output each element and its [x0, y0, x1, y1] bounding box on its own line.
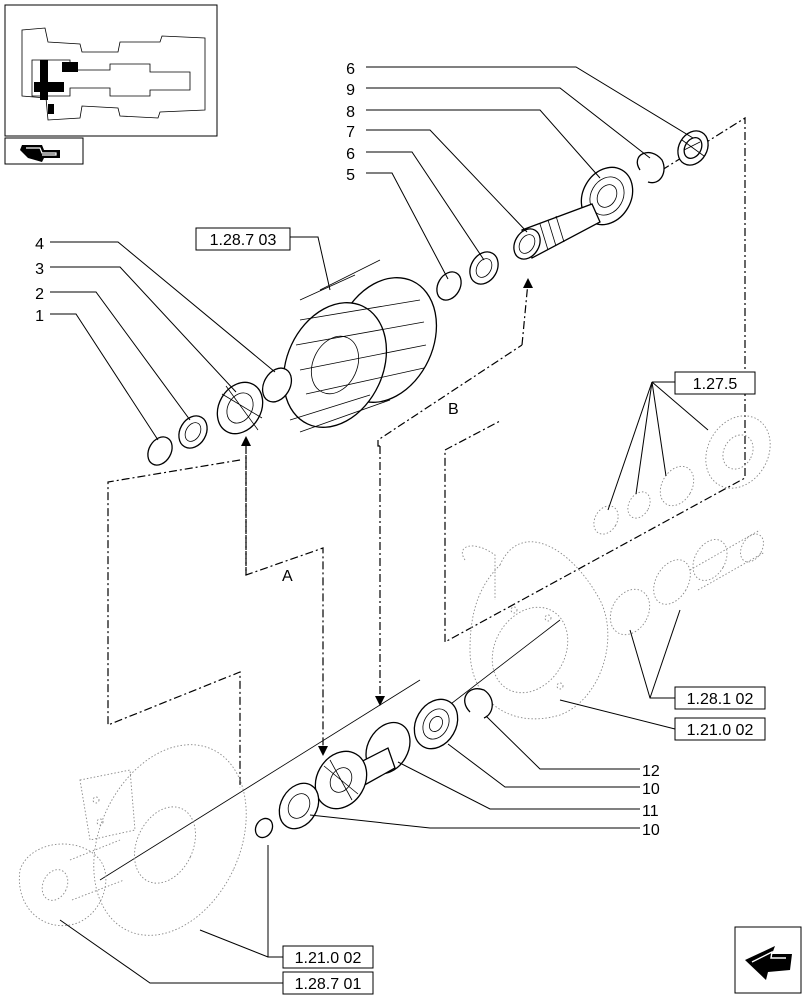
callout-7: 7 — [346, 124, 355, 141]
callout-3: 3 — [35, 261, 44, 278]
svg-text:1.21.0 02: 1.21.0 02 — [295, 950, 362, 967]
rear-parts-1-27-5 — [593, 415, 771, 535]
ref-box-1-21-0-02-left[interactable]: 1.21.0 02 — [282, 945, 374, 969]
gear-3 — [216, 381, 264, 435]
callout-6: 6 — [346, 61, 355, 78]
ref-box-1-27-5[interactable]: 1.27.5 — [674, 371, 756, 395]
ref-box-1-28-7-03[interactable]: 1.28.7 03 — [195, 227, 291, 251]
ring-4 — [261, 367, 293, 403]
bearing-2 — [178, 415, 208, 449]
bearing-6 — [469, 251, 499, 285]
ref-box-1-21-0-02-right[interactable]: 1.21.0 02 — [674, 717, 766, 741]
double-gear-11 — [314, 721, 411, 810]
svg-text:1.28.7 03: 1.28.7 03 — [210, 232, 277, 249]
callout-10: 10 — [642, 781, 660, 798]
bearing-6-top — [677, 130, 709, 166]
bearing-10-upper — [413, 698, 459, 750]
bearing-10-lower — [278, 782, 320, 830]
svg-text:1.28.1 02: 1.28.1 02 — [687, 691, 754, 708]
svg-text:1.27.5: 1.27.5 — [693, 376, 738, 393]
callout-11: 11 — [642, 803, 659, 820]
callout-8: 8 — [346, 104, 355, 121]
next-page-arrow-icon[interactable] — [734, 926, 802, 994]
shaft-7 — [513, 203, 601, 260]
ring-5 — [436, 271, 462, 301]
callout-2: 2 — [35, 286, 44, 303]
callout-6-lower: 6 — [346, 146, 355, 163]
transmission-thumbnail-icon[interactable] — [4, 4, 218, 137]
ref-box-1-28-1-02[interactable]: 1.28.1 02 — [674, 686, 766, 710]
marker-b: B — [448, 401, 459, 418]
front-housing — [18, 744, 247, 936]
callout-4: 4 — [35, 236, 44, 253]
svg-text:1.28.7 01: 1.28.7 01 — [295, 976, 362, 993]
callout-12: 12 — [642, 763, 660, 780]
snap-ring-9 — [636, 151, 665, 184]
right-housing — [462, 541, 609, 720]
ring-1 — [147, 436, 173, 466]
ref-box-1-28-7-01[interactable]: 1.28.7 01 — [282, 971, 374, 995]
callout-10-lower: 10 — [642, 822, 660, 839]
marker-a: A — [282, 568, 293, 585]
callout-1: 1 — [35, 308, 44, 325]
snap-ring-12 — [464, 688, 493, 719]
callout-9: 9 — [346, 82, 355, 99]
countershaft-1-28-1-02 — [609, 529, 766, 636]
back-arrow-icon[interactable] — [4, 137, 84, 165]
clutch-pack — [282, 259, 438, 433]
svg-text:1.21.0 02: 1.21.0 02 — [687, 722, 754, 739]
callout-5: 5 — [346, 167, 355, 184]
washer — [254, 817, 274, 839]
